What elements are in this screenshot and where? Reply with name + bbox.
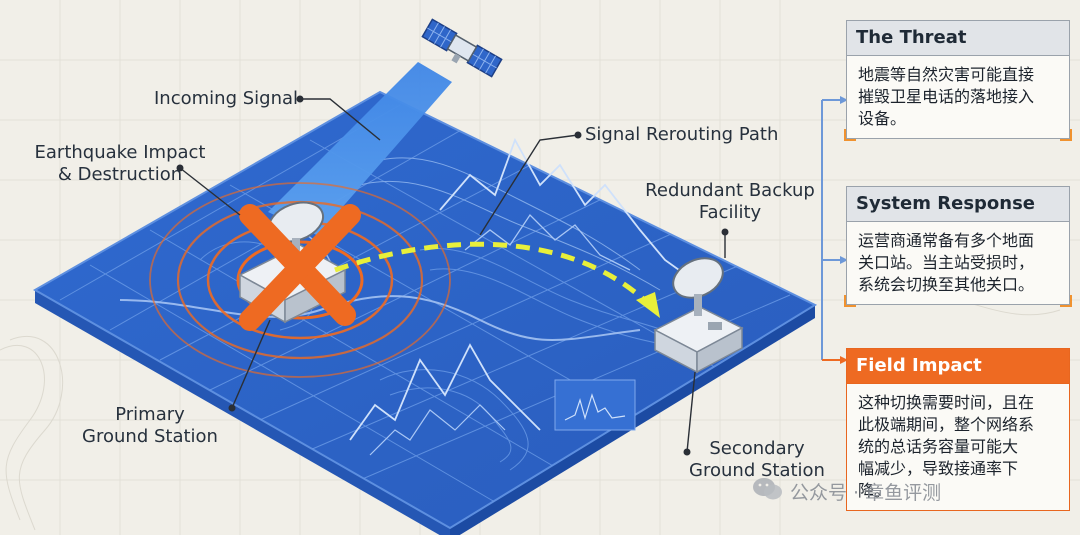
label-primary-line1: Primary: [115, 404, 185, 425]
terrain-map-tile: [32, 90, 818, 535]
card-system-response-line: 运营商通常备有多个地面: [858, 231, 1035, 250]
label-primary-line2: Ground Station: [82, 426, 218, 447]
card-field-impact-title: Field Impact: [847, 349, 1069, 384]
watermark-text: 公众号 · 章鱼评测: [790, 482, 942, 504]
card-corner: [1060, 129, 1072, 141]
card-field-impact-line: 降。: [858, 481, 891, 500]
label-backup-facility: Redundant Backup Facility: [640, 180, 820, 224]
card-field-impact-line: 幅减少，导致接通率下: [858, 459, 1019, 478]
label-backup-line2: Facility: [698, 202, 762, 223]
label-incoming-signal: Incoming Signal: [154, 88, 299, 109]
label-primary-station: Primary Ground Station: [60, 404, 240, 448]
callout-lines: [176, 95, 729, 456]
card-threat-line: 设备。: [858, 109, 907, 128]
card-system-response-body: 运营商通常备有多个地面 关口站。当主站受损时， 系统会切换至其他关口。: [847, 222, 1069, 304]
label-earthquake: Earthquake Impact & Destruction: [30, 142, 210, 186]
card-threat-line: 地震等自然灾害可能直接: [858, 65, 1035, 84]
card-threat-title: The Threat: [847, 21, 1069, 56]
card-threat-body: 地震等自然灾害可能直接 摧毁卫星电话的落地接入 设备。: [847, 56, 1069, 138]
card-threat-line: 摧毁卫星电话的落地接入: [858, 87, 1035, 106]
label-secondary-line1: Secondary: [709, 438, 805, 459]
label-rerouting-path: Signal Rerouting Path: [585, 124, 779, 145]
card-field-impact-line: 统的总话务容量可能大: [858, 437, 1019, 456]
card-system-response-line: 关口站。当主站受损时，: [858, 253, 1035, 272]
label-secondary-line2: Ground Station: [689, 460, 825, 481]
incoming-signal-beam: [268, 62, 452, 235]
card-field-impact: Field Impact 这种切换需要时间，且在 此极端期间，整个网络系 统的总…: [846, 348, 1070, 511]
shockwave-rings: [149, 182, 451, 378]
card-field-impact-line: 这种切换需要时间，且在: [858, 393, 1035, 412]
card-system-response-line: 系统会切换至其他关口。: [858, 275, 1035, 294]
rerouting-path: [334, 241, 652, 307]
card-field-impact-body: 这种切换需要时间，且在 此极端期间，整个网络系 统的总话务容量可能大 幅减少，导…: [847, 384, 1069, 510]
label-backup-line1: Redundant Backup: [645, 180, 815, 201]
label-earthquake-line2: & Destruction: [57, 164, 183, 185]
card-system-response: System Response 运营商通常备有多个地面 关口站。当主站受损时， …: [844, 186, 1072, 307]
rerouting-arrowhead: [636, 292, 660, 318]
card-system-response-title: System Response: [847, 187, 1069, 222]
wechat-icon: [753, 478, 782, 500]
label-earthquake-line1: Earthquake Impact: [34, 142, 206, 163]
label-secondary-station: Secondary Ground Station: [672, 438, 842, 482]
card-corner: [1060, 295, 1072, 307]
card-field-impact-line: 此极端期间，整个网络系: [858, 415, 1035, 434]
card-corner: [844, 129, 856, 141]
secondary-ground-station: [653, 257, 744, 374]
cross-icon: [239, 204, 361, 331]
card-threat: The Threat 地震等自然灾害可能直接 摧毁卫星电话的落地接入 设备。: [844, 20, 1072, 141]
card-bracket: [821, 96, 848, 364]
satellite-icon: [421, 18, 503, 78]
card-corner: [844, 295, 856, 307]
